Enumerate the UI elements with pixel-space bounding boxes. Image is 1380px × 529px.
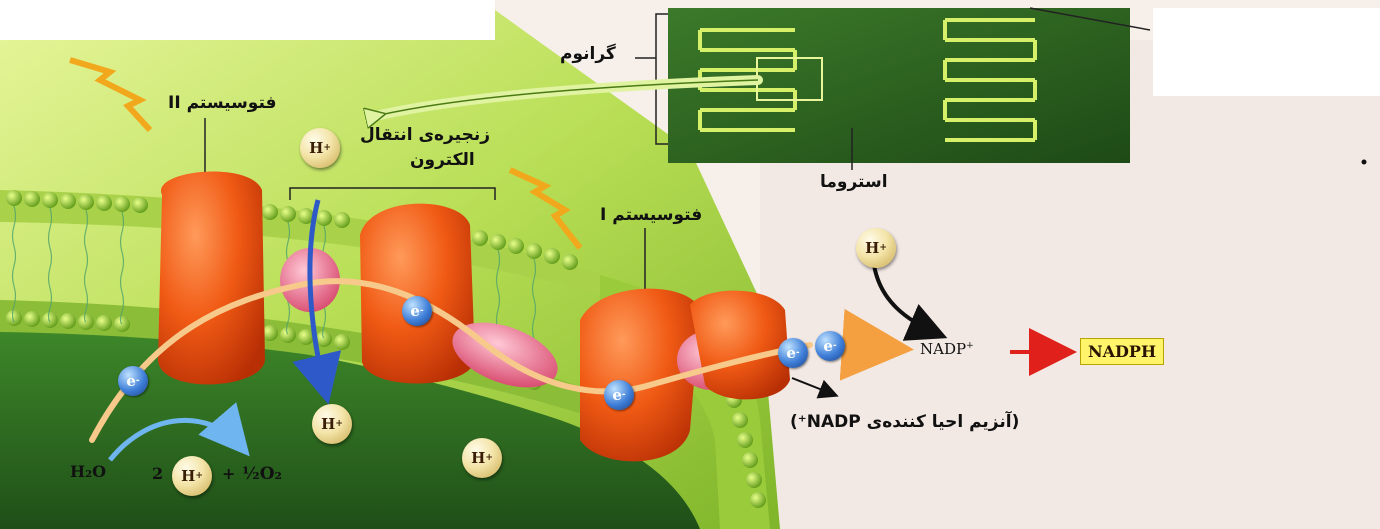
electron: e- <box>778 338 808 368</box>
photosystem-2-protein <box>158 171 265 384</box>
cytochrome-complex <box>360 204 475 384</box>
granum-label: گرانوم <box>560 44 616 64</box>
etc-label-line2: الکترون <box>410 150 475 170</box>
oxygen-label: ½O₂ <box>242 464 282 484</box>
electron: e- <box>402 296 432 326</box>
electron: e- <box>118 366 148 396</box>
h-ion: H+ <box>172 456 212 496</box>
photosystem-2-label: فتوسیستم II <box>168 93 277 113</box>
enzyme-label: (آنزیم احیا کننده‌ی NADP⁺) <box>790 412 1019 432</box>
h-ion: H+ <box>300 128 340 168</box>
plus-sign: + <box>222 464 235 483</box>
electron: e- <box>604 380 634 410</box>
etc-label-line1: زنجیره‌ی انتقال <box>360 125 490 145</box>
photosystem-1-label: فتوسیستم I <box>600 205 702 225</box>
h-ion: H+ <box>462 438 502 478</box>
h-ion: H+ <box>312 404 352 444</box>
electron: e- <box>815 331 845 361</box>
water-label: H₂O <box>70 462 106 481</box>
nadp-label: NADP+ <box>920 340 974 358</box>
coefficient-two: 2 <box>152 464 163 483</box>
stroma-label: استروما <box>820 172 888 192</box>
nadph-label: NADPH <box>1080 338 1164 365</box>
h-ion: H+ <box>856 228 896 268</box>
nadp-reductase-enzyme <box>690 291 790 400</box>
